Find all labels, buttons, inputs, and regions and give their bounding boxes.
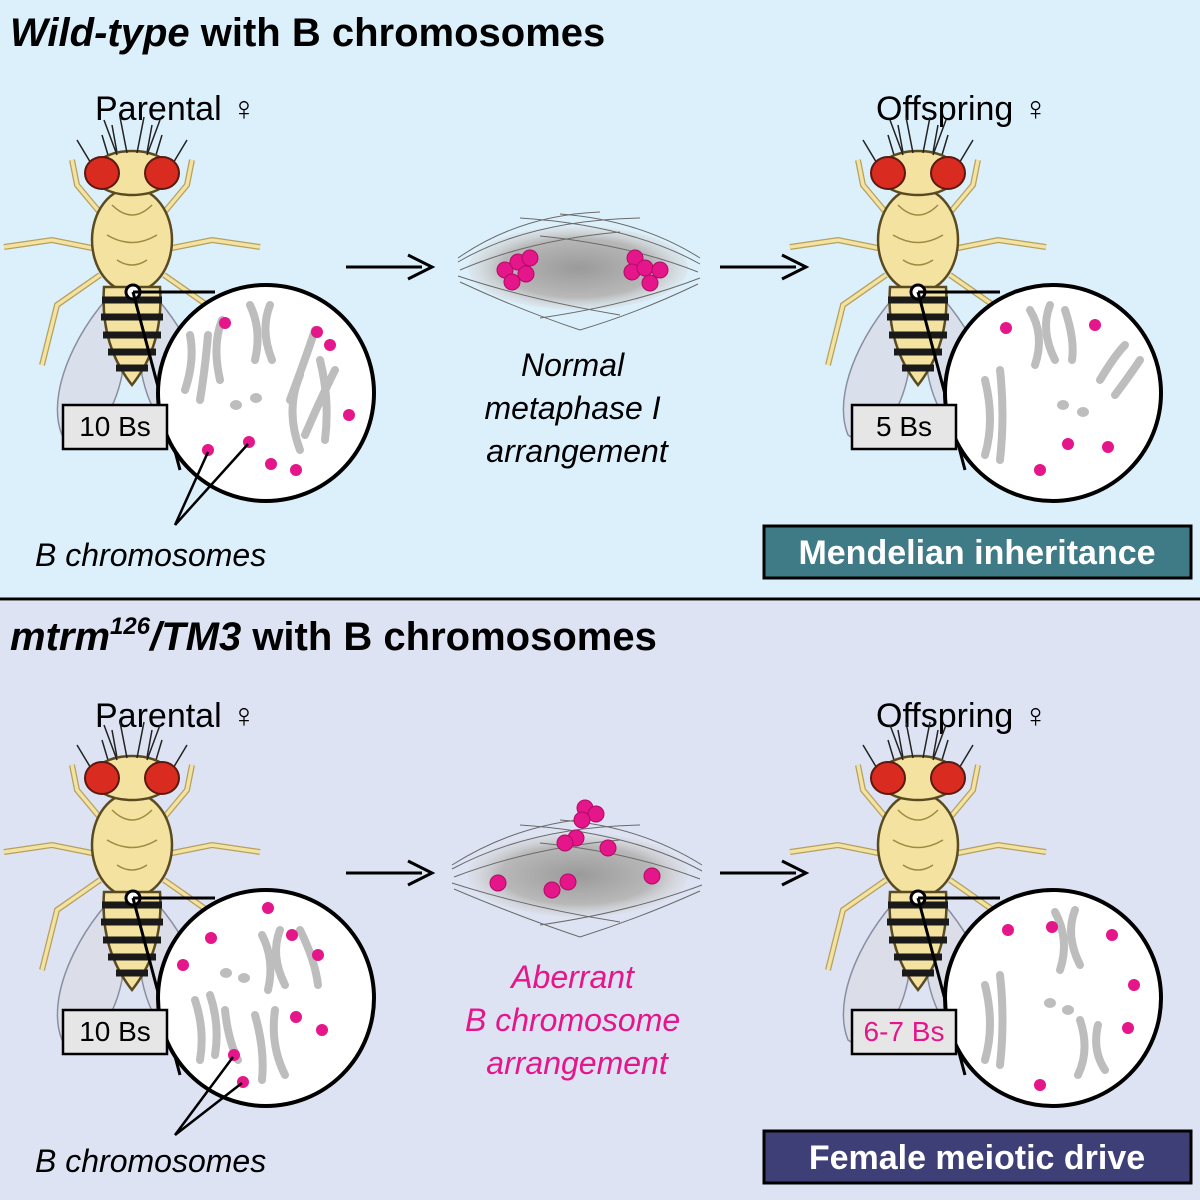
caption-line: arrangement — [486, 433, 669, 469]
arrow-right-icon — [346, 859, 436, 887]
offspring-label: Offspring ♀ — [876, 90, 1048, 128]
legend-pointer-a — [173, 1056, 235, 1136]
panel-title: Wild-type with B chromosomes — [10, 11, 605, 55]
offspring-nucleus — [943, 283, 1163, 503]
title-genotype: Wild-type — [10, 11, 190, 55]
parental-count: 10 Bs — [79, 411, 151, 442]
title-allele: 126 — [110, 613, 151, 640]
offspring-count: 6-7 Bs — [864, 1016, 945, 1047]
offspring-nucleus — [943, 888, 1163, 1108]
parental-label: Parental ♀ — [95, 697, 257, 735]
legend-pointer-b — [174, 443, 249, 526]
metaphase-spindle — [457, 211, 701, 331]
legend-pointer-a — [173, 451, 210, 526]
panel-wild-type: Wild-type with B chromosomes Parental ♀ … — [0, 0, 1200, 598]
b-chromosome-legend: B chromosomes — [35, 537, 266, 573]
title-suffix: with B chromosomes — [241, 615, 657, 659]
offspring-count-box — [850, 1008, 958, 1056]
panel-title: mtrm126/TM3 with B chromosomes — [10, 613, 657, 659]
metaphase-caption: Aberrant B chromosome arrangement — [465, 959, 689, 1081]
parental-nucleus — [156, 283, 376, 503]
offspring-count: 5 Bs — [876, 411, 932, 442]
parental-count-box — [61, 403, 169, 451]
offspring-label: Offspring ♀ — [876, 697, 1048, 735]
parental-nucleus — [156, 888, 376, 1108]
arrow-right-icon — [720, 859, 810, 887]
outcome-banner — [762, 524, 1193, 580]
caption-line: B chromosome — [465, 1002, 680, 1038]
parental-label: Parental ♀ — [95, 90, 257, 128]
arrow-right-icon — [720, 253, 810, 281]
caption-line: arrangement — [486, 1045, 669, 1081]
outcome-label: Mendelian inheritance — [798, 534, 1155, 572]
outcome-banner — [762, 1129, 1193, 1185]
caption-line: Aberrant — [509, 959, 635, 995]
parental-count: 10 Bs — [79, 1016, 151, 1047]
metaphase-caption: Normal metaphase I arrangement — [485, 347, 670, 469]
title-balancer: /TM3 — [148, 615, 241, 659]
outcome-label: Female meiotic drive — [809, 1139, 1145, 1177]
b-chromosome-legend: B chromosomes — [35, 1143, 266, 1179]
arrow-right-icon — [346, 253, 436, 281]
metaphase-spindle — [451, 799, 703, 938]
legend-pointer-b — [174, 1082, 243, 1136]
panel-mtrm: mtrm126/TM3 with B chromosomes Parental … — [0, 601, 1200, 1200]
offspring-count-box — [850, 403, 958, 451]
title-suffix: with B chromosomes — [190, 11, 606, 55]
title-genotype: mtrm — [10, 615, 110, 659]
parental-count-box — [61, 1008, 169, 1056]
caption-line: metaphase I — [485, 390, 661, 426]
caption-line: Normal — [521, 347, 625, 383]
